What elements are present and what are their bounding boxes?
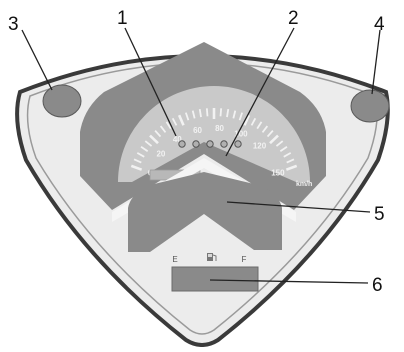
fuel-empty-label: E: [172, 255, 177, 264]
speedometer-tick-label: 150: [271, 169, 285, 178]
speedometer-tick-label: 120: [253, 141, 267, 150]
speedometer-minor-tick: [227, 109, 228, 117]
speedometer-unit: km/h: [296, 181, 312, 188]
callout-3: 3: [8, 14, 19, 35]
indicator-light: [193, 141, 199, 147]
leader-4: [372, 30, 380, 94]
indicator-light: [179, 141, 185, 147]
speedometer-minor-tick: [221, 108, 222, 116]
callout-2: 2: [288, 8, 299, 29]
fuel-full-label: F: [242, 255, 247, 264]
speedometer-tick-label: 80: [215, 124, 224, 133]
callout-5: 5: [374, 204, 385, 225]
leader-3: [22, 30, 52, 90]
indicator-light: [207, 141, 213, 147]
speedometer-minor-tick: [207, 108, 208, 116]
speedometer-tick-label: 60: [193, 126, 202, 135]
right-indicator-lamp: [351, 90, 389, 122]
indicator-light: [221, 141, 227, 147]
fuel-gauge-display: [172, 267, 258, 291]
left-indicator-lamp: [43, 85, 81, 117]
speedometer-minor-tick: [200, 109, 201, 117]
callout-1: 1: [117, 8, 128, 29]
speedometer-tick-label: 20: [156, 150, 165, 159]
callout-4: 4: [374, 14, 385, 35]
indicator-light: [235, 141, 241, 147]
callout-6: 6: [372, 275, 383, 296]
